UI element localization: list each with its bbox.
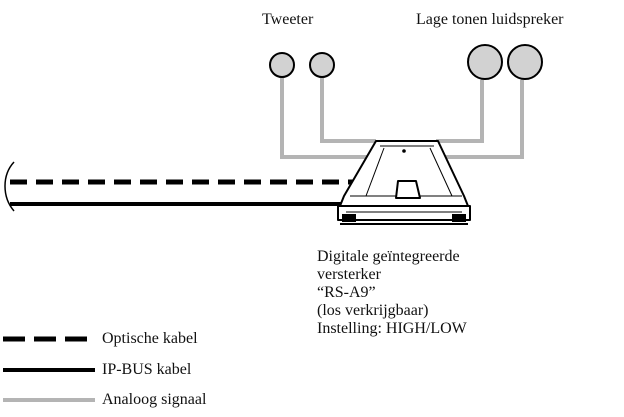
amplifier-base (337, 205, 471, 221)
tweeter-label: Tweeter (262, 11, 314, 28)
amplifier-ridge-left (365, 147, 385, 197)
tweeter-speaker-right (309, 52, 335, 78)
amplifier-foot-right (452, 214, 466, 222)
amplifier-caption-line: “RS-A9” (317, 284, 376, 301)
tweeter-speakers (269, 52, 335, 78)
amplifier-caption-line: (los verkrijgbaar) (317, 302, 429, 319)
legend-analog-label: Analoog signaal (102, 391, 207, 408)
legend-ipbus-label: IP-BUS kabel (102, 361, 192, 378)
amplifier-window (395, 180, 421, 199)
amplifier-unit (337, 140, 471, 225)
woofer-speakers (467, 44, 543, 80)
tweeter-speaker-left (269, 52, 295, 78)
analog-wire-tweeter-left (280, 76, 376, 159)
amplifier-ridge-right (429, 147, 453, 197)
legend-swatches (3, 336, 95, 402)
woofer-label: Lage tonen luidspreker (416, 11, 564, 28)
woofer-speaker-left (467, 44, 503, 80)
amplifier-indicator-dot (402, 149, 406, 153)
woofer-speaker-right (507, 44, 543, 80)
amplifier-caption: Digitale geïntegreerde versterker “RS-A9… (317, 248, 467, 338)
analog-wires (280, 76, 524, 159)
amplifier-foot-left (342, 214, 356, 222)
cable-break-mark (4, 161, 15, 212)
amplifier-caption-line: versterker (317, 266, 381, 283)
analog-wire-tweeter-right (320, 76, 376, 143)
analog-wire-woofer-left (436, 80, 484, 143)
amplifier-caption-line: Instelling: HIGH/LOW (317, 320, 467, 337)
amplifier-caption-line: Digitale geïntegreerde (317, 248, 460, 265)
analog-wire-woofer-right (440, 80, 524, 159)
legend-optical-label: Optische kabel (102, 330, 198, 347)
